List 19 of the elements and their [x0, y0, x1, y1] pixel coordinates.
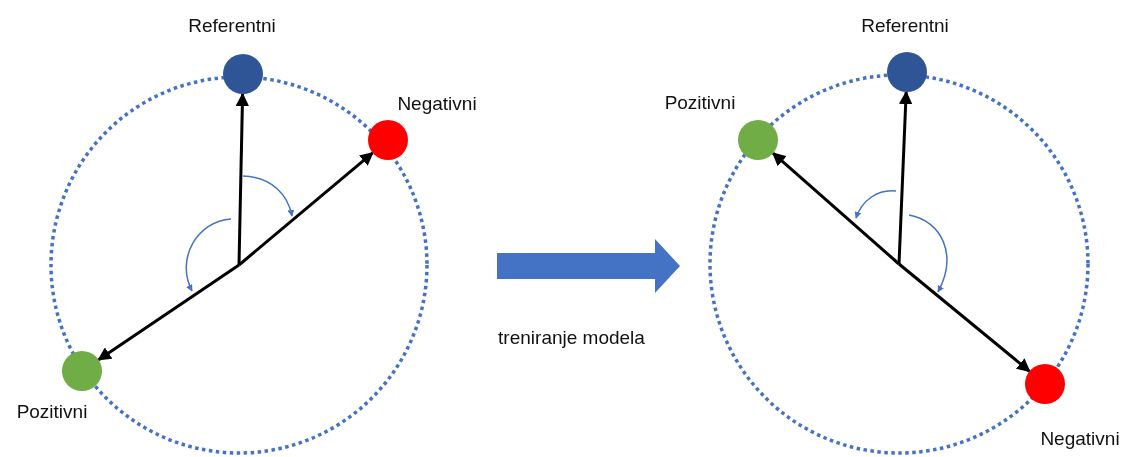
arrow	[235, 92, 250, 266]
arrow	[897, 90, 913, 265]
block-arrow	[497, 239, 680, 293]
point-label: Negativni	[397, 93, 477, 113]
point-circle	[223, 54, 263, 94]
arrow	[97, 263, 240, 362]
point-circle	[1025, 364, 1065, 404]
arrow	[772, 152, 900, 266]
point-label: Pozitivni	[664, 92, 736, 112]
point-label: Referentni	[861, 15, 949, 35]
point-circle	[368, 120, 408, 160]
edge-label: treniranje modela	[498, 327, 645, 347]
point-label: Negativni	[1040, 428, 1120, 448]
arrow	[238, 151, 374, 267]
point-label: Referentni	[188, 15, 276, 35]
point-circle	[887, 52, 927, 92]
point-label: Pozitivni	[16, 401, 88, 421]
point-circle	[62, 351, 102, 391]
arrow	[898, 262, 1031, 373]
